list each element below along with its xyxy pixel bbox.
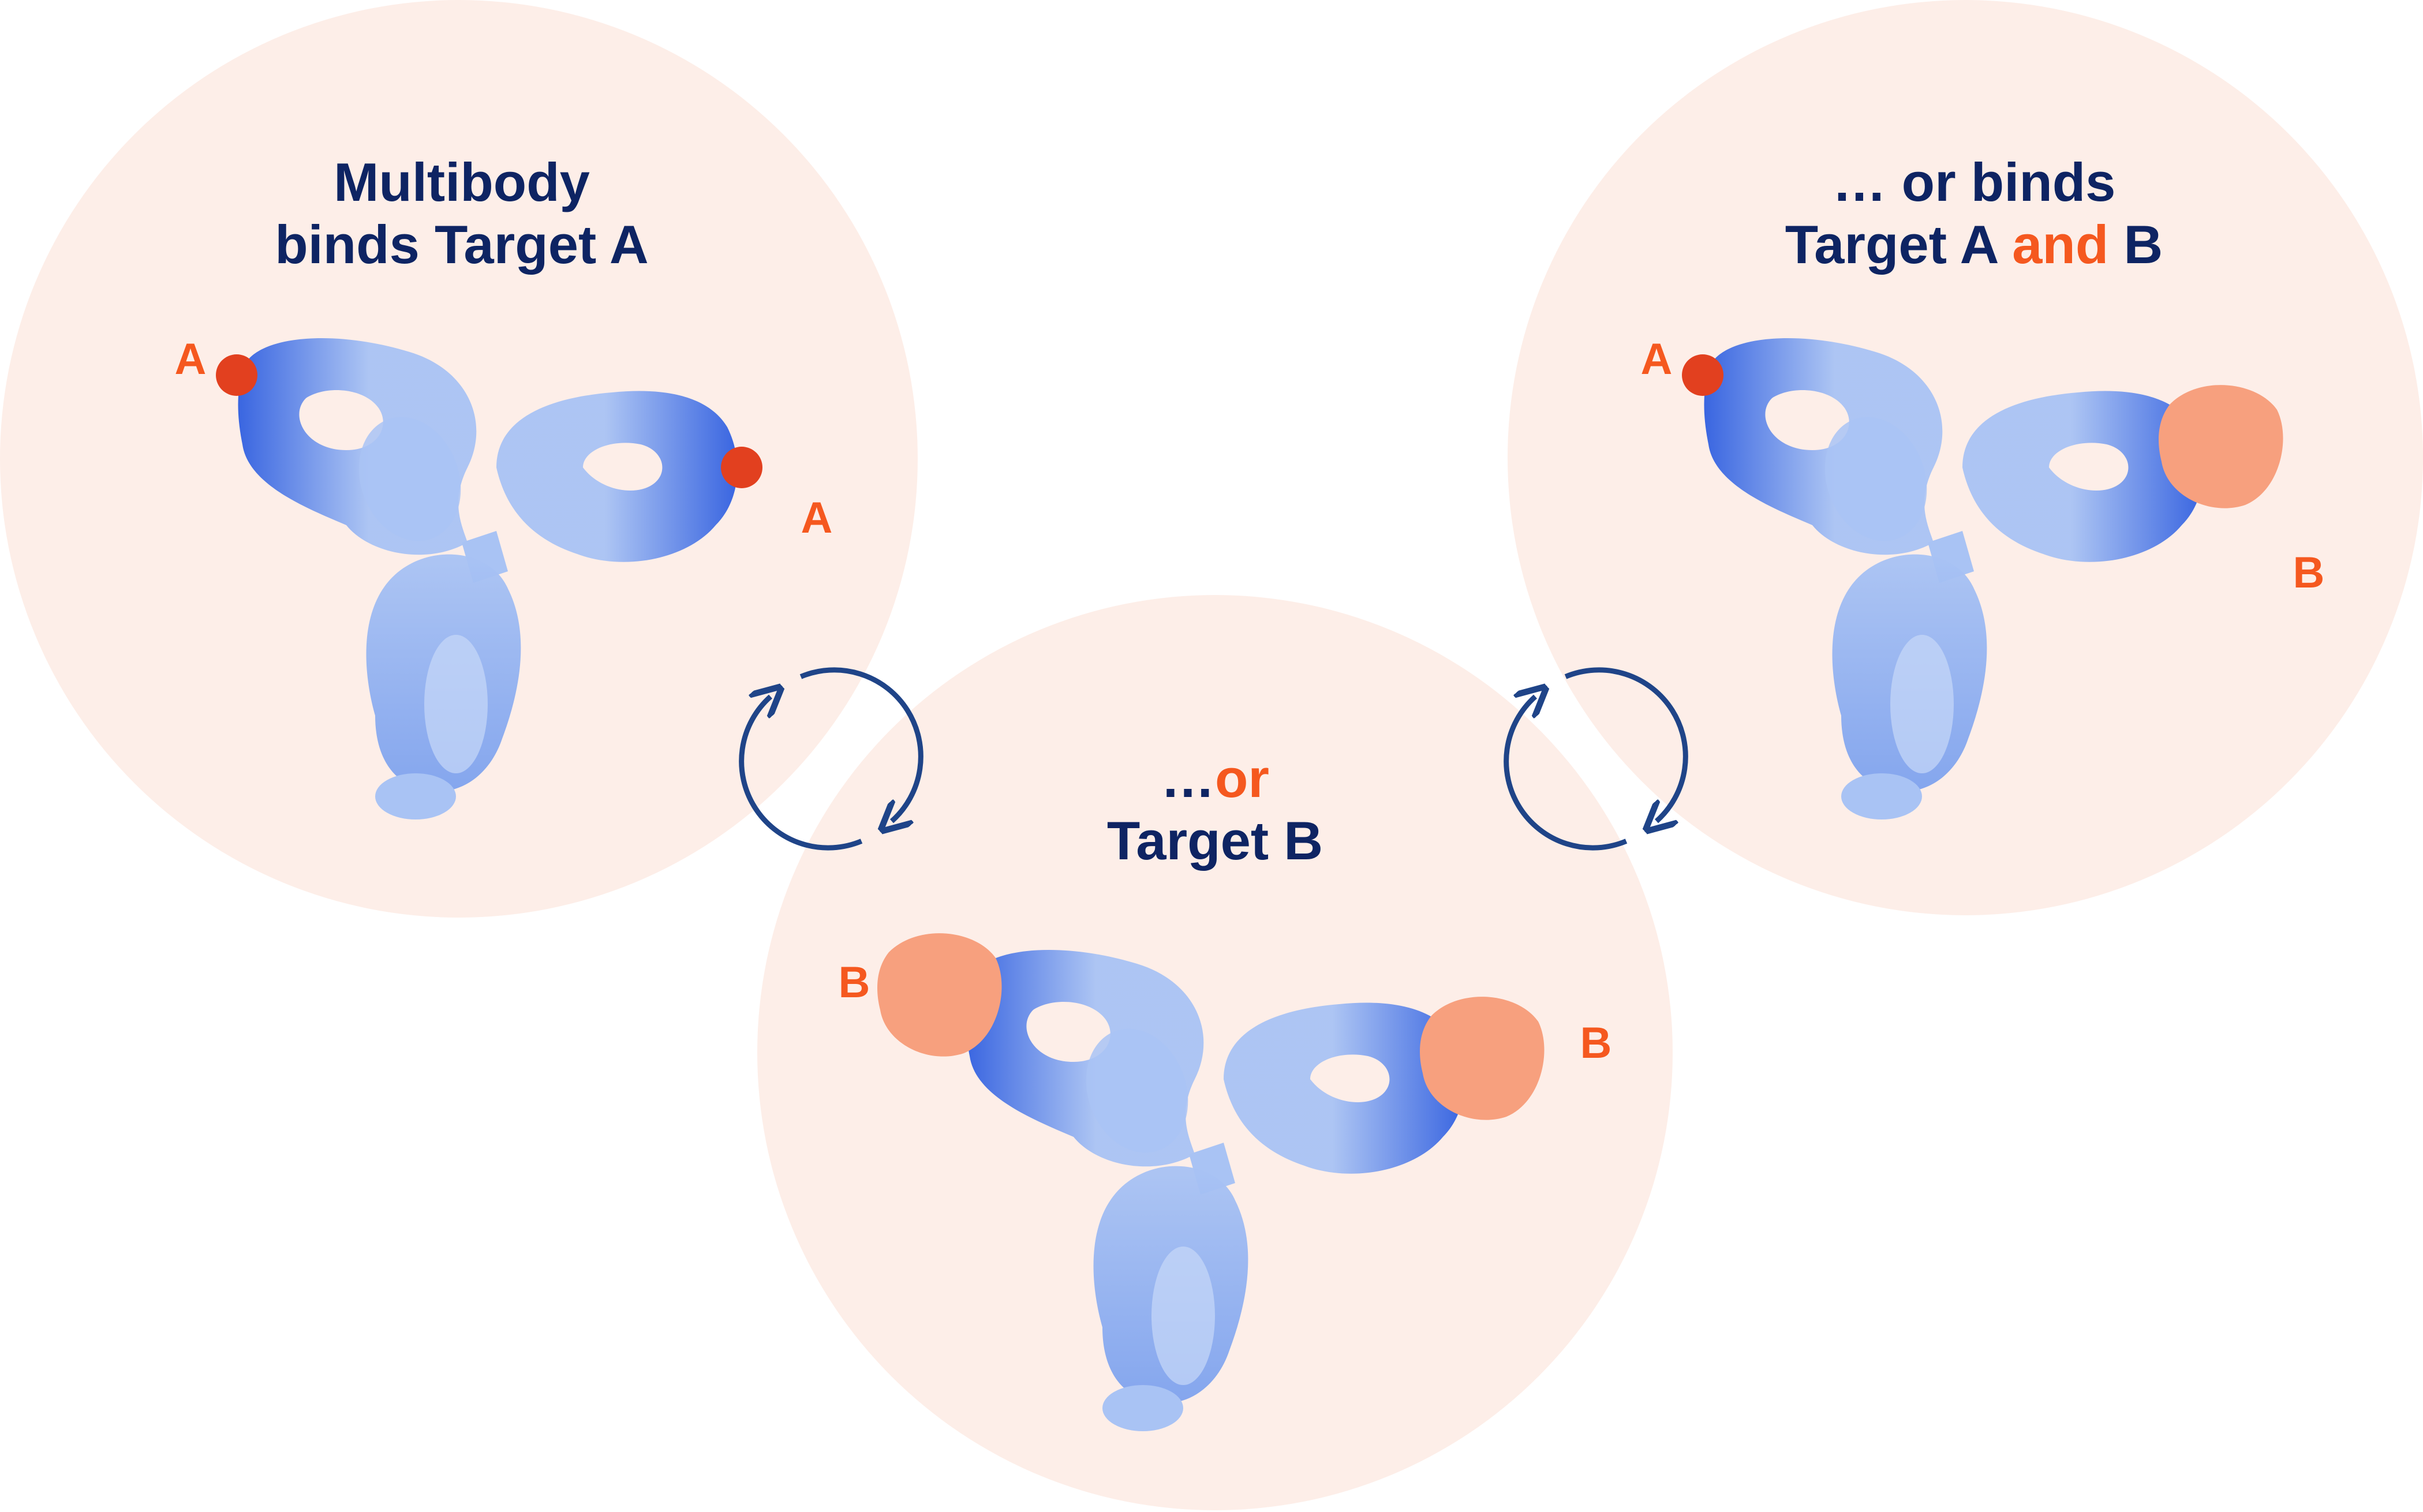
antibody-left-lobe: [358, 417, 461, 541]
antibody-stem-highlight: [424, 635, 488, 773]
panel-center-title-prefix: …: [1161, 748, 1215, 809]
cycle-arrows-icon: [1504, 667, 1688, 851]
panel-center-title: …or Target B: [926, 747, 1504, 872]
antibody-icon: [877, 933, 1545, 1431]
antibody-stem-highlight: [1890, 635, 1954, 773]
target-label-left-panel-right: A: [801, 493, 833, 542]
antibody-icon: [1682, 338, 2283, 819]
target-label-left-panel-left: A: [174, 335, 207, 384]
cycle-arrow-upper: [799, 667, 923, 821]
antibody-icon: [216, 338, 762, 819]
panel-right-title-highlight: and: [2012, 214, 2109, 275]
panel-right-title-prefix: Target A: [1785, 214, 2013, 275]
target-label-center-panel-left: B: [838, 958, 870, 1007]
antigen-b-icon: [877, 933, 1002, 1057]
antibody-right-arm: [1224, 1002, 1465, 1174]
antibody-stem-base: [1841, 773, 1922, 819]
cycle-arrow-lower: [739, 697, 863, 851]
antigen-a-icon: [216, 354, 257, 396]
panel-right-title-line2: Target A and B: [1685, 214, 2263, 276]
panel-right-title: … or binds Target A and B: [1685, 151, 2263, 276]
antibody-right-arm: [496, 391, 738, 562]
antibody-right-arm: [1962, 391, 2204, 562]
antigen-b-icon: [2159, 385, 2283, 508]
antibody-stem-base: [375, 773, 456, 819]
panel-left-title-line2: binds Target A: [275, 214, 649, 275]
panel-left-title-line1: Multibody: [334, 152, 590, 212]
panel-center-title-line2: Target B: [1106, 810, 1323, 871]
antibody-left-lobe: [1824, 417, 1927, 541]
panel-right-title-line1: … or binds: [1832, 152, 2116, 212]
target-label-right-panel-left: A: [1640, 335, 1673, 384]
panel-right-title-suffix: B: [2108, 214, 2163, 275]
antibody-stem-highlight: [1151, 1247, 1215, 1385]
antigen-b-icon: [1420, 997, 1545, 1120]
antigen-a-icon: [721, 447, 762, 488]
cycle-arrows-icon: [739, 667, 923, 851]
cycle-arrow-upper: [1564, 667, 1688, 821]
antibody-stem-base: [1102, 1385, 1183, 1431]
panel-left-title: Multibody binds Target A: [173, 151, 750, 276]
cycle-arrow-lower: [1504, 697, 1628, 851]
target-label-center-panel-right: B: [1580, 1019, 1612, 1068]
antibody-left-lobe: [1086, 1028, 1188, 1153]
panel-center-title-highlight: or: [1215, 748, 1269, 809]
antigen-a-icon: [1682, 354, 1723, 396]
panel-center-title-line1: …or: [926, 747, 1504, 810]
target-label-right-panel-right: B: [2293, 548, 2325, 597]
